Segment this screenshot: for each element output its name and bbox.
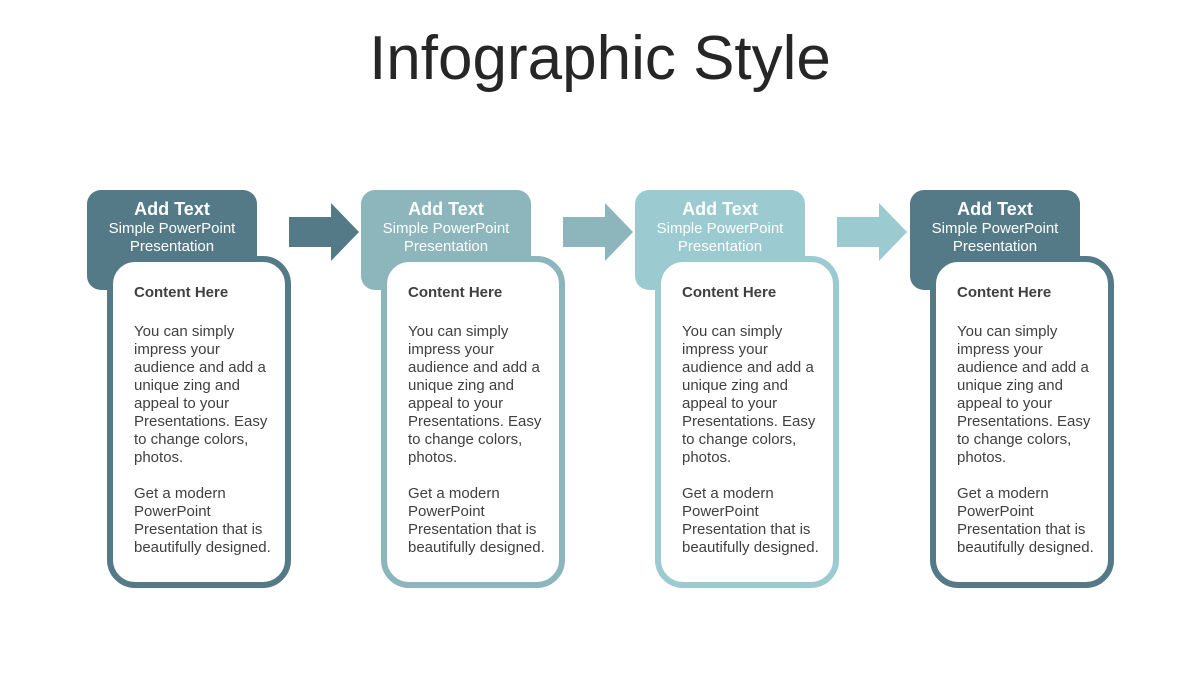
arrow-right-icon xyxy=(837,203,907,261)
slide-title: Infographic Style xyxy=(369,24,831,93)
content-paragraph-1: You can simply impress your audience and… xyxy=(408,323,542,466)
content-heading: Content Here xyxy=(957,284,1052,301)
arrow-shape xyxy=(563,203,633,261)
content-paragraph-2: Get a modern PowerPoint Presentation tha… xyxy=(408,485,545,556)
process-step-4: Add Text Simple PowerPoint Presentation … xyxy=(910,190,1140,590)
content-paragraph-1: You can simply impress your audience and… xyxy=(957,323,1091,466)
step-subtitle: Simple PowerPoint Presentation xyxy=(382,220,510,255)
content-heading: Content Here xyxy=(682,284,777,301)
step-subtitle: Simple PowerPoint Presentation xyxy=(108,220,236,255)
process-step-1: Add Text Simple PowerPoint Presentation … xyxy=(87,190,317,590)
content-paragraph-1: You can simply impress your audience and… xyxy=(682,323,816,466)
step-content-card: Content Here You can simply impress your… xyxy=(381,256,565,588)
step-title: Add Text xyxy=(957,199,1033,219)
step-subtitle: Simple PowerPoint Presentation xyxy=(931,220,1059,255)
step-subtitle: Simple PowerPoint Presentation xyxy=(656,220,784,255)
step-title: Add Text xyxy=(134,199,210,219)
content-paragraph-2: Get a modern PowerPoint Presentation tha… xyxy=(682,485,819,556)
arrow-right-icon xyxy=(563,203,633,261)
content-paragraph-1: You can simply impress your audience and… xyxy=(134,323,268,466)
process-step-2: Add Text Simple PowerPoint Presentation … xyxy=(361,190,591,590)
process-step-3: Add Text Simple PowerPoint Presentation … xyxy=(635,190,865,590)
content-paragraph-2: Get a modern PowerPoint Presentation tha… xyxy=(957,485,1094,556)
arrow-right-icon xyxy=(289,203,359,261)
arrow-shape xyxy=(837,203,907,261)
content-heading: Content Here xyxy=(408,284,503,301)
step-content-card: Content Here You can simply impress your… xyxy=(107,256,291,588)
content-paragraph-2: Get a modern PowerPoint Presentation tha… xyxy=(134,485,271,556)
step-title: Add Text xyxy=(408,199,484,219)
arrow-shape xyxy=(289,203,359,261)
step-title: Add Text xyxy=(682,199,758,219)
step-content-card: Content Here You can simply impress your… xyxy=(930,256,1114,588)
content-heading: Content Here xyxy=(134,284,229,301)
step-content-card: Content Here You can simply impress your… xyxy=(655,256,839,588)
